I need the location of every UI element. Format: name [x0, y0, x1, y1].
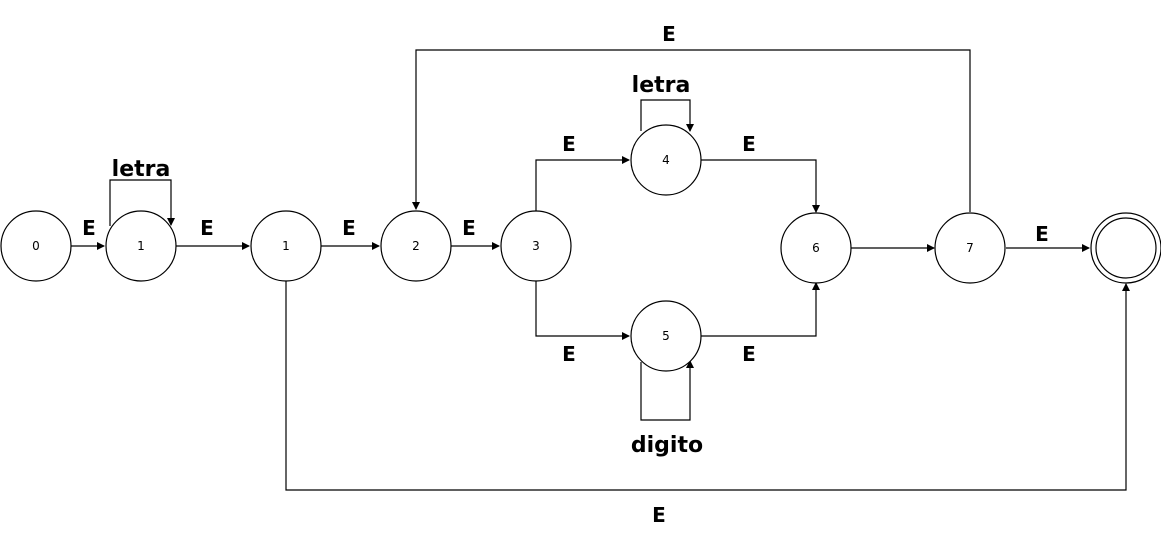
state-label-4: 4 [662, 153, 670, 167]
loop-s5 [640, 360, 694, 421]
loop-label-s1: letra [112, 157, 171, 182]
loop-label-s4: letra [632, 73, 691, 98]
state-1b [250, 210, 322, 282]
state-4 [630, 124, 702, 196]
edge-label-1b-final: E [652, 503, 666, 527]
edge-label-5-6: E [742, 342, 756, 366]
state-6 [780, 212, 852, 284]
state-7 [934, 212, 1006, 284]
states [0, 124, 1161, 372]
edge-4-to-6 [701, 159, 820, 213]
state-labels: 0 1 1 2 3 4 5 6 7 [32, 153, 974, 343]
transitions [71, 49, 1130, 491]
edge-label-7-final: E [1035, 222, 1049, 246]
edge-label-3-5: E [562, 342, 576, 366]
loop-label-s5: digito [631, 433, 703, 458]
edge-label-4-6: E [742, 132, 756, 156]
state-label-3: 3 [532, 239, 540, 253]
state-label-5: 5 [662, 329, 670, 343]
state-3 [500, 210, 572, 282]
state-label-1: 1 [137, 239, 145, 253]
edge-label-2-3: E [462, 216, 476, 240]
state-5 [630, 300, 702, 372]
state-0 [0, 210, 72, 282]
state-label-7: 7 [966, 241, 974, 255]
edge-label-3-4: E [562, 132, 576, 156]
state-label-6: 6 [812, 241, 820, 255]
state-1 [105, 210, 177, 282]
edge-3-to-4 [535, 156, 630, 211]
state-final-inner [1095, 217, 1157, 279]
state-label-1b: 1 [282, 239, 290, 253]
loop-s4 [640, 99, 694, 132]
state-2 [380, 210, 452, 282]
edge-labels: E E E E E E E E E E E letra letra digito [82, 22, 1049, 527]
edge-1b-to-final [285, 281, 1130, 491]
edge-3-to-5 [535, 281, 630, 340]
state-label-2: 2 [412, 239, 420, 253]
edge-label-1-1b: E [200, 216, 214, 240]
edge-7-to-2 [412, 49, 971, 212]
loop-s1 [109, 179, 175, 226]
edge-5-to-6 [701, 282, 820, 337]
edge-label-0-1: E [82, 216, 96, 240]
state-label-0: 0 [32, 239, 40, 253]
edge-label-1b-2: E [342, 216, 356, 240]
edge-label-7-2: E [662, 22, 676, 46]
